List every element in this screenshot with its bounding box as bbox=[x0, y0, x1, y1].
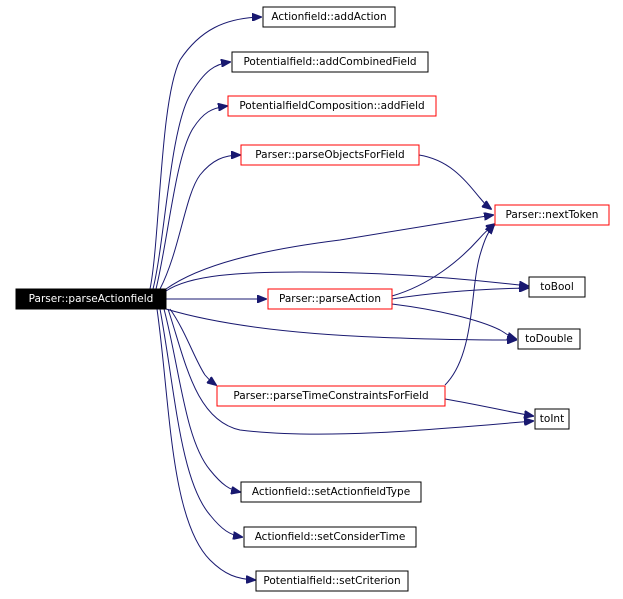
edge-root-to-addaction bbox=[149, 17, 261, 290]
node-setactionfieldtype[interactable]: Actionfield::setActionfieldType bbox=[240, 481, 422, 503]
edge-parseobjectsforfield-to-nexttoken bbox=[418, 154, 491, 209]
node-addcombinedfield[interactable]: Potentialfield::addCombinedField bbox=[231, 51, 429, 73]
node-setcriterion[interactable]: Potentialfield::setCriterion bbox=[255, 570, 409, 592]
node-tobool-label: toBool bbox=[540, 281, 574, 293]
node-toint-label: toInt bbox=[540, 413, 564, 425]
edge-parsetimeconstraints-to-toint bbox=[444, 398, 533, 416]
node-todouble-label: toDouble bbox=[525, 333, 573, 345]
node-tobool[interactable]: toBool bbox=[528, 276, 586, 298]
node-nexttoken-label: Parser::nextToken bbox=[506, 209, 599, 221]
edge-root-to-nexttoken bbox=[165, 215, 493, 290]
node-addfield[interactable]: PotentialfieldComposition::addField bbox=[227, 95, 437, 117]
edge-parseaction-to-tobool bbox=[391, 288, 528, 300]
node-parseaction[interactable]: Parser::parseAction bbox=[267, 288, 393, 310]
node-addaction[interactable]: Actionfield::addAction bbox=[262, 6, 396, 28]
edge-root-to-parseobjectsforfield bbox=[159, 155, 240, 290]
node-setconsidertime-label: Actionfield::setConsiderTime bbox=[255, 531, 406, 543]
edge-root-to-setconsidertime bbox=[159, 308, 242, 537]
node-addaction-label: Actionfield::addAction bbox=[271, 11, 386, 23]
edge-root-to-toint bbox=[167, 308, 533, 435]
edge-parsetimeconstraints-to-nexttoken bbox=[444, 225, 494, 386]
node-setconsidertime[interactable]: Actionfield::setConsiderTime bbox=[243, 526, 417, 548]
edge-root-to-setcriterion bbox=[156, 308, 255, 580]
node-parseobjectsforfield-label: Parser::parseObjectsForField bbox=[255, 149, 404, 161]
edge-parseaction-to-todouble bbox=[391, 303, 516, 339]
node-parseaction-label: Parser::parseAction bbox=[279, 293, 381, 305]
edge-root-to-setactionfieldtype bbox=[163, 308, 240, 492]
edge-parseaction-to-nexttoken bbox=[391, 224, 495, 297]
edge-root-to-parsetimeconstraints bbox=[169, 308, 216, 385]
node-setactionfieldtype-label: Actionfield::setActionfieldType bbox=[252, 486, 410, 498]
node-parsetimeconstraintsforfield[interactable]: Parser::parseTimeConstraintsForField bbox=[216, 385, 446, 407]
node-toint[interactable]: toInt bbox=[534, 408, 570, 430]
node-parseobjectsforfield[interactable]: Parser::parseObjectsForField bbox=[240, 144, 420, 166]
edge-root-to-addfield bbox=[155, 106, 227, 290]
edge-root-to-tobool bbox=[165, 271, 528, 292]
node-addfield-label: PotentialfieldComposition::addField bbox=[239, 100, 424, 112]
node-addcombinedfield-label: Potentialfield::addCombinedField bbox=[243, 56, 416, 68]
edge-root-to-todouble bbox=[165, 308, 516, 340]
node-nexttoken[interactable]: Parser::nextToken bbox=[494, 204, 610, 226]
edge-root-to-addcombinedfield bbox=[152, 62, 230, 290]
node-parseactionfield-label: Parser::parseActionfield bbox=[29, 293, 154, 305]
edges bbox=[149, 17, 533, 580]
node-parseactionfield[interactable]: Parser::parseActionfield bbox=[15, 288, 167, 310]
node-parsetimeconstraintsforfield-label: Parser::parseTimeConstraintsForField bbox=[233, 390, 428, 402]
node-todouble[interactable]: toDouble bbox=[517, 328, 581, 350]
node-setcriterion-label: Potentialfield::setCriterion bbox=[263, 575, 400, 587]
